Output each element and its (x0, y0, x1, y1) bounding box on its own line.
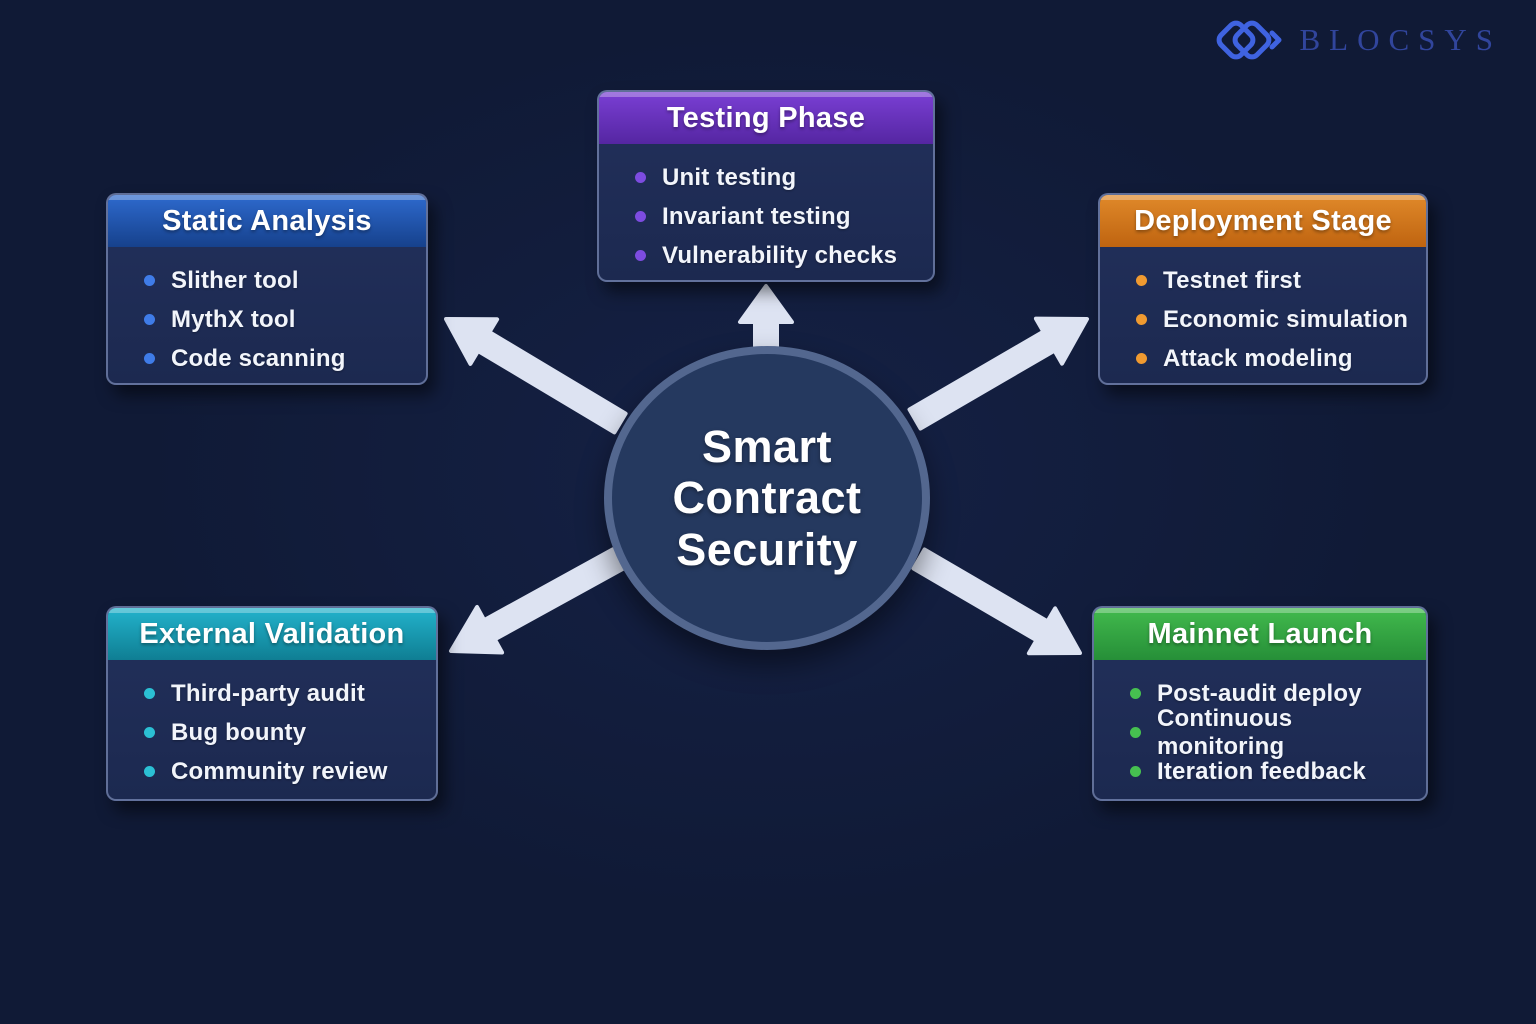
center-title-line: Smart (701, 421, 833, 473)
list-item: Iteration feedback (1130, 752, 1410, 791)
list-item: MythX tool (144, 300, 410, 339)
list-item: Unit testing (635, 158, 917, 197)
bullet-icon (1130, 727, 1141, 738)
node-item-list: Slither tool MythX tool Code scanning (108, 247, 426, 383)
list-item: Vulnerability checks (635, 236, 917, 275)
node-static-analysis: Static Analysis Slither tool MythX tool … (106, 193, 428, 385)
arrow-connector (444, 317, 628, 435)
node-title: Mainnet Launch (1094, 608, 1426, 660)
center-node: Smart Contract Security (604, 346, 930, 650)
arrow-connector (449, 547, 626, 655)
item-label: Third-party audit (171, 679, 366, 707)
list-item: Attack modeling (1136, 339, 1410, 378)
bullet-icon (635, 211, 646, 222)
bullet-icon (1136, 353, 1147, 364)
bullet-icon (144, 275, 155, 286)
list-item: Post-audit deploy (1130, 674, 1410, 713)
arrow-connector (907, 316, 1089, 431)
item-label: Attack modeling (1163, 344, 1353, 372)
item-label: Continuous monitoring (1157, 704, 1293, 760)
arrow-connector (911, 547, 1082, 656)
list-item: Testnet first (1136, 261, 1410, 300)
bullet-icon (144, 727, 155, 738)
node-title: External Validation (108, 608, 436, 660)
item-label: Economic simulation (1163, 305, 1409, 333)
node-item-list: Post-audit deploy Continuous monitoring … (1094, 660, 1426, 799)
bullet-icon (1130, 766, 1141, 777)
node-item-list: Unit testing Invariant testing Vulnerabi… (599, 144, 933, 280)
bullet-icon (1136, 314, 1147, 325)
item-label: Community review (171, 757, 388, 785)
brand-logo: BLOCSYS (1215, 16, 1502, 64)
node-mainnet-launch: Mainnet Launch Post-audit deploy Continu… (1092, 606, 1428, 801)
center-title-line: Contract (672, 472, 862, 524)
item-label: Iteration feedback (1157, 757, 1366, 785)
bullet-icon (635, 250, 646, 261)
arrow-connector (738, 284, 794, 348)
bullet-icon (1130, 688, 1141, 699)
node-title: Static Analysis (108, 195, 426, 247)
list-item: Third-party audit (144, 674, 420, 713)
item-label: Invariant testing (662, 202, 851, 230)
bullet-icon (144, 766, 155, 777)
center-title-line: Security (676, 523, 858, 575)
item-label: Post-audit deploy (1157, 679, 1362, 707)
list-item: Community review (144, 752, 420, 791)
list-item: Invariant testing (635, 197, 917, 236)
node-title: Testing Phase (599, 92, 933, 144)
list-item: Code scanning (144, 339, 410, 378)
node-testing-phase: Testing Phase Unit testing Invariant tes… (597, 90, 935, 282)
node-deployment-stage: Deployment Stage Testnet first Economic … (1098, 193, 1428, 385)
list-item: Bug bounty (144, 713, 420, 752)
item-label: Unit testing (662, 163, 797, 191)
blocsys-logo-icon (1217, 20, 1282, 60)
item-label: MythX tool (171, 305, 296, 333)
bullet-icon (635, 172, 646, 183)
bullet-icon (144, 688, 155, 699)
list-item: Slither tool (144, 261, 410, 300)
node-title: Deployment Stage (1100, 195, 1426, 247)
node-item-list: Third-party audit Bug bounty Community r… (108, 660, 436, 799)
item-label: Vulnerability checks (662, 241, 898, 269)
bullet-icon (1136, 275, 1147, 286)
node-external-validation: External Validation Third-party audit Bu… (106, 606, 438, 801)
list-item: Continuous monitoring (1130, 705, 1410, 760)
item-label: Bug bounty (171, 718, 307, 746)
item-label: Testnet first (1163, 266, 1302, 294)
list-item: Economic simulation (1136, 300, 1410, 339)
item-label: Slither tool (171, 266, 299, 294)
item-label: Code scanning (171, 344, 346, 372)
bullet-icon (144, 353, 155, 364)
bullet-icon (144, 314, 155, 325)
node-item-list: Testnet first Economic simulation Attack… (1100, 247, 1426, 383)
brand-name: BLOCSYS (1299, 22, 1502, 57)
